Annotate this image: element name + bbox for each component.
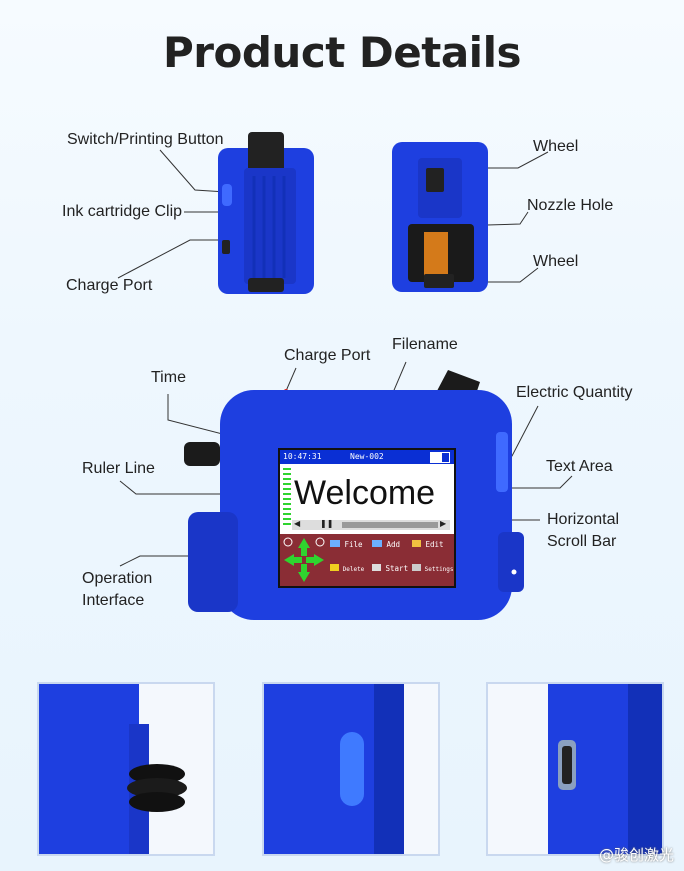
page-title: Product Details: [163, 28, 521, 77]
screen-status-bar: 10:47:31 New-002: [280, 450, 454, 464]
scroll-right-icon[interactable]: ▶: [440, 519, 447, 528]
edit-icon: [412, 540, 421, 547]
direction-pad[interactable]: [282, 536, 326, 584]
settings-icon: [412, 564, 421, 571]
detail-photo-wheel: [37, 682, 215, 856]
scroll-left-icon[interactable]: ◀: [294, 519, 301, 528]
scroll-thumb[interactable]: [342, 522, 438, 528]
label-charge-port-main: Charge Port: [284, 347, 371, 364]
screen-filename: New-002: [350, 452, 384, 461]
screen-time: 10:47:31: [283, 452, 322, 461]
add-button[interactable]: Add: [372, 540, 400, 549]
label-operation-interface: Operation Interface: [82, 570, 153, 609]
battery-icon: [430, 452, 450, 463]
delete-button[interactable]: Delete: [330, 564, 364, 573]
ruler-line: [283, 468, 291, 528]
operation-interface: File Add Edit Delete Start Settings: [280, 534, 454, 586]
label-filename: Filename: [392, 336, 458, 353]
watermark: @骏创激光: [598, 846, 674, 864]
device-side-view: [218, 132, 314, 294]
label-switch-button: Switch/Printing Button: [67, 131, 224, 148]
line-switch: [159, 149, 227, 193]
device-screen: 10:47:31 New-002 Welcome ◀ ❚❚ ▶ File Add: [278, 448, 456, 588]
add-icon: [372, 540, 382, 547]
horizontal-scroll-bar[interactable]: ◀ ❚❚ ▶: [292, 519, 450, 530]
label-ruler-line: Ruler Line: [82, 460, 155, 477]
label-charge-port-top: Charge Port: [66, 277, 153, 294]
start-icon: [372, 564, 381, 571]
label-text-area: Text Area: [546, 458, 613, 475]
screen-text-area[interactable]: Welcome: [294, 474, 436, 512]
device-back-view: [392, 142, 488, 292]
label-electric-quantity: Electric Quantity: [516, 384, 633, 401]
label-horizontal-scroll: Horizontal Scroll Bar: [547, 511, 620, 550]
settings-button[interactable]: Settings: [412, 564, 454, 573]
line-charge-main: [285, 367, 297, 392]
file-button[interactable]: File: [330, 540, 363, 549]
start-button[interactable]: Start: [372, 564, 408, 573]
delete-icon: [330, 564, 339, 571]
line-charge-top: [117, 239, 223, 279]
label-wheel-top: Wheel: [533, 138, 579, 155]
detail-photo-button: [262, 682, 440, 856]
file-icon: [330, 540, 340, 547]
label-ink-clip: Ink cartridge Clip: [62, 203, 183, 220]
pause-icon[interactable]: ❚❚: [320, 519, 334, 528]
detail-photo-charge-port: [486, 682, 664, 856]
label-nozzle-hole: Nozzle Hole: [527, 197, 614, 214]
label-time: Time: [151, 369, 186, 386]
label-wheel-bottom: Wheel: [533, 253, 579, 270]
edit-button[interactable]: Edit: [412, 540, 444, 549]
